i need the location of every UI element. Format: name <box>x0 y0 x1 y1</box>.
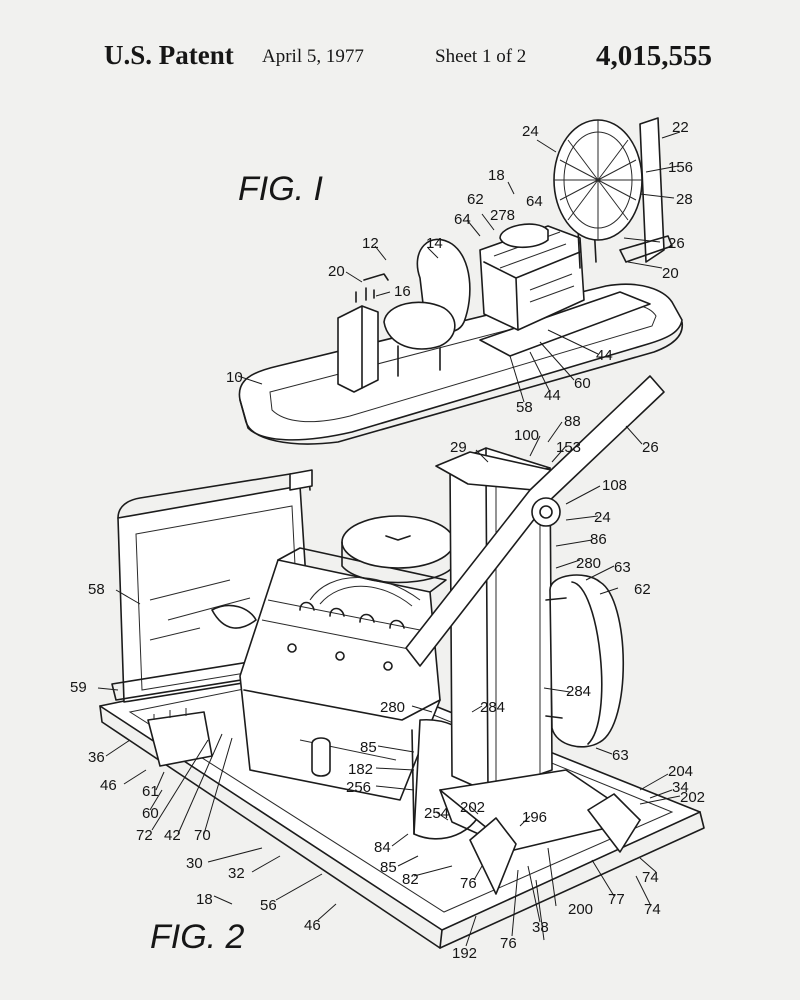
ref-numeral: 70 <box>194 827 211 844</box>
ref-numeral: 196 <box>522 809 547 826</box>
ref-numeral: 22 <box>672 119 689 136</box>
ref-numeral: 72 <box>136 827 153 844</box>
ref-numeral: 58 <box>88 581 105 598</box>
ref-numeral: 64 <box>454 211 471 228</box>
ref-numeral: 77 <box>608 891 625 908</box>
ref-numeral: 84 <box>374 839 391 856</box>
ref-numeral: 18 <box>488 167 505 184</box>
ref-numeral: 85 <box>360 739 377 756</box>
steering-stick <box>364 274 388 280</box>
ref-numeral: 44 <box>544 387 561 404</box>
fig1-airboat <box>239 118 682 444</box>
ref-numeral: 56 <box>260 897 277 914</box>
ref-numeral: 46 <box>304 917 321 934</box>
ref-numeral: 36 <box>88 749 105 766</box>
ref-numeral: 156 <box>668 159 693 176</box>
ref-numeral: 32 <box>228 865 245 882</box>
fig2-caption: FIG. 2 <box>150 918 245 956</box>
muffler <box>550 575 623 747</box>
ref-numeral: 74 <box>644 901 661 918</box>
radiator-cap <box>290 470 312 490</box>
ref-numeral: 61 <box>142 783 159 800</box>
ref-numeral: 280 <box>380 699 405 716</box>
ref-numeral: 60 <box>574 375 591 392</box>
ref-numeral: 12 <box>362 235 379 252</box>
ref-numeral: 18 <box>196 891 213 908</box>
ref-numeral: 284 <box>566 683 591 700</box>
ref-numeral: 16 <box>394 283 411 300</box>
ref-numeral: 63 <box>614 559 631 576</box>
ref-numeral: 204 <box>668 763 693 780</box>
ref-numeral: 58 <box>516 399 533 416</box>
oil-filler <box>312 738 330 776</box>
ref-numeral: 63 <box>612 747 629 764</box>
air-cleaner <box>342 516 454 568</box>
ref-numeral: 86 <box>590 531 607 548</box>
ref-numeral: 24 <box>522 123 539 140</box>
ref-numeral: 256 <box>346 779 371 796</box>
fig1-caption: FIG. I <box>238 170 324 208</box>
ref-numeral: 192 <box>452 945 477 962</box>
ref-numeral: 284 <box>480 699 505 716</box>
ref-numeral: 38 <box>532 919 549 936</box>
ref-numeral: 62 <box>467 191 484 208</box>
ref-numeral: 26 <box>668 235 685 252</box>
ref-numeral: 30 <box>186 855 203 872</box>
ref-numeral: 29 <box>450 439 467 456</box>
ref-numeral: 10 <box>226 369 243 386</box>
ref-numeral: 85 <box>380 859 397 876</box>
control-console <box>338 306 378 392</box>
ref-numeral: 254 <box>424 805 449 822</box>
fig1-air-cleaner <box>500 224 548 247</box>
ref-numeral: 14 <box>426 235 443 252</box>
ref-numeral: 202 <box>680 789 705 806</box>
ref-numeral: 202 <box>460 799 485 816</box>
ref-numeral: 153 <box>556 439 581 456</box>
throttle-levers <box>356 288 374 302</box>
ref-numeral: 278 <box>490 207 515 224</box>
ref-numeral: 28 <box>676 191 693 208</box>
ref-numeral: 200 <box>568 901 593 918</box>
ref-numeral: 60 <box>142 805 159 822</box>
battery-box <box>148 712 212 766</box>
ref-numeral: 64 <box>526 193 543 210</box>
ref-numeral: 280 <box>576 555 601 572</box>
ref-numeral: 74 <box>642 869 659 886</box>
ref-numeral: 44 <box>596 347 613 364</box>
engine-block <box>240 560 440 800</box>
upper-pulley <box>532 498 560 526</box>
ref-numeral: 62 <box>634 581 651 598</box>
ref-numeral: 26 <box>642 439 659 456</box>
ref-numeral: 108 <box>602 477 627 494</box>
ref-numeral: 82 <box>402 871 419 888</box>
ref-numeral: 20 <box>328 263 345 280</box>
ref-numeral: 100 <box>514 427 539 444</box>
ref-numeral: 46 <box>100 777 117 794</box>
ref-numeral: 59 <box>70 679 87 696</box>
ref-numeral: 76 <box>460 875 477 892</box>
ref-numeral: 42 <box>164 827 181 844</box>
ref-numeral: 24 <box>594 509 611 526</box>
ref-numeral: 76 <box>500 935 517 952</box>
ref-numeral: 182 <box>348 761 373 778</box>
ref-numeral: 20 <box>662 265 679 282</box>
ref-numeral: 88 <box>564 413 581 430</box>
